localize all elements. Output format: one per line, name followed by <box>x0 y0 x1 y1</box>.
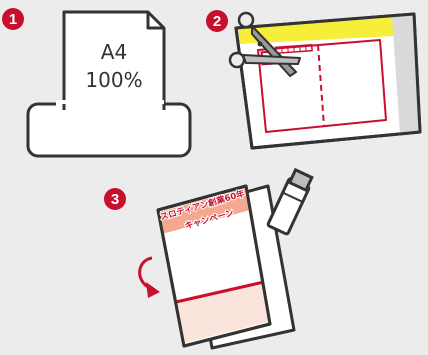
print-scale-label: 100% <box>70 70 158 90</box>
rotate-arrow-icon <box>140 258 160 298</box>
step-3-badge: 3 <box>104 188 126 210</box>
step-2-badge: 2 <box>206 10 228 32</box>
printer-icon <box>28 100 190 156</box>
paper-size-label: A4 <box>70 42 158 62</box>
glue-stick-icon <box>268 169 314 234</box>
step-1-badge: 1 <box>2 8 24 30</box>
